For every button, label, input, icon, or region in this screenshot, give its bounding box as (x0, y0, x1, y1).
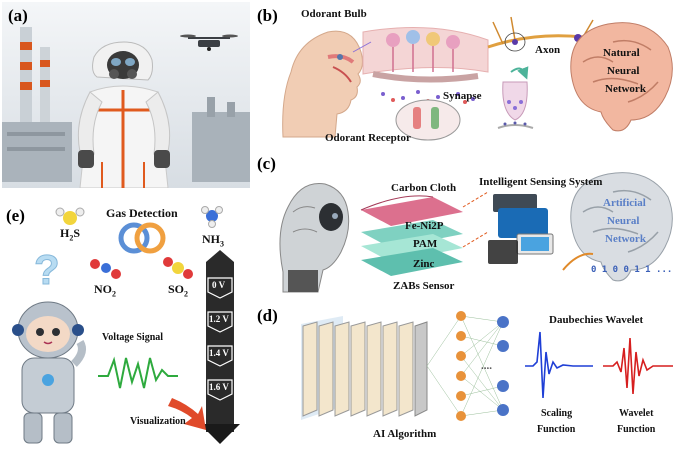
panel-e: ? (2, 192, 250, 448)
voltage-3-label: 1.6 V (209, 382, 229, 392)
odorant-receptor-label: Odorant Receptor (325, 132, 411, 144)
scaling-function-curve (525, 331, 593, 399)
artificial-brain-illustration (570, 172, 673, 282)
wavelet-function-curve (603, 337, 673, 395)
voltage-1-label: 1.2 V (209, 314, 229, 324)
robot-character-illustration (12, 301, 86, 444)
binary-stream: 0 1 0 0 1 1 ... (591, 265, 673, 275)
sensing-system (462, 191, 554, 264)
ai-algorithm-label: AI Algorithm (373, 428, 437, 440)
voltage-signal-label: Voltage Signal (102, 332, 164, 343)
wavelet-label-2: Function (617, 424, 656, 435)
visualization-label: Visualization (130, 416, 186, 427)
panel-d: (d) AI Algorithm Daubechies Wavelet ....… (253, 302, 678, 448)
visualization-arrow (168, 398, 206, 430)
zabs-sensor-diagram (253, 152, 673, 300)
panel-c-label: (c) (257, 154, 276, 173)
natural-brain-illustration (570, 22, 673, 132)
network-nodes (456, 311, 509, 421)
panel-d-label: (d) (257, 306, 278, 325)
industrial-worker-illustration (2, 2, 250, 188)
nh3-molecule-icon (201, 206, 223, 228)
panel-e-label: (e) (6, 206, 25, 225)
synapse-illustration (497, 66, 534, 129)
factory-right (192, 97, 250, 182)
synapse-label: Synapse (443, 90, 482, 102)
question-mark-icon: ? (34, 246, 60, 293)
h2s-label: H2S (60, 226, 81, 243)
gas-detection-title: Gas Detection (106, 206, 178, 220)
natural-network-line2: Neural (607, 65, 640, 77)
olfactory-diagram (282, 16, 673, 141)
zinc-label: Zinc (413, 258, 435, 270)
panel-c: (c) Carbon Cloth Intelligent Sensing Sys… (253, 152, 678, 300)
natural-network-line1: Natural (603, 47, 640, 59)
zabs-sensor-label: ZABs Sensor (393, 280, 455, 292)
intelligent-sensing-label: Intelligent Sensing System (479, 176, 603, 188)
robot-head-illustration (253, 152, 353, 300)
nh3-label: NH3 (202, 232, 224, 249)
panel-a: (a) (2, 2, 250, 188)
no2-label: NO2 (94, 282, 116, 299)
odorant-bulb-label: Odorant Bulb (301, 8, 367, 20)
human-head-illustration (282, 30, 363, 138)
drone-icon (180, 34, 238, 51)
layered-battery (360, 195, 463, 276)
factory-left (2, 122, 72, 182)
carbon-cloth-label: Carbon Cloth (391, 182, 457, 194)
wavelet-label-1: Wavelet (619, 408, 654, 419)
panel-b: (b) Odorant Bulb Axon Synapse Odorant Re… (253, 2, 678, 150)
axon-label: Axon (535, 44, 561, 56)
artificial-network-line3: Network (605, 233, 646, 245)
panel-a-label: (a) (8, 6, 28, 25)
gas-detection-rings-icon (118, 222, 166, 254)
pam-label: PAM (413, 238, 438, 250)
panel-b-label: (b) (257, 6, 278, 25)
so2-label: SO2 (168, 282, 189, 299)
no2-molecule-icon (90, 259, 121, 279)
natural-network-line3: Network (605, 83, 646, 95)
receptor-zoom (395, 99, 461, 141)
artificial-network-line1: Artificial (603, 197, 646, 209)
ai-algorithm-diagram (301, 311, 673, 421)
neural-network (426, 315, 504, 417)
chimney-left (20, 27, 50, 147)
artificial-network-line2: Neural (607, 215, 640, 227)
h2s-molecule-icon (55, 207, 85, 225)
voltage-2-label: 1.4 V (209, 348, 229, 358)
voltage-0-label: 0 V (212, 280, 226, 290)
voltage-column (200, 250, 240, 444)
so2-molecule-icon (163, 257, 193, 279)
scaling-label-2: Function (537, 424, 576, 435)
scaling-label-1: Scaling (541, 408, 573, 419)
hazmat-worker (77, 41, 171, 188)
gas-detection-diagram: ? (12, 206, 240, 444)
cnn-layers (301, 316, 428, 420)
fe-ni2p-label: Fe-Ni2P (405, 220, 444, 232)
voltage-signal-trace (98, 356, 178, 389)
network-dots: .... (481, 360, 492, 372)
daubechies-title: Daubechies Wavelet (549, 314, 644, 326)
